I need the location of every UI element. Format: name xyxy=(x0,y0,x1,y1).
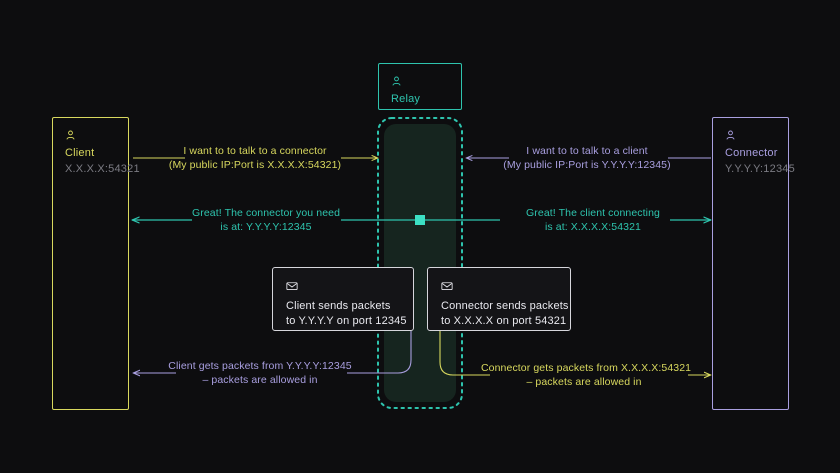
packet-client-sends-line2: to Y.Y.Y.Y on port 12345 xyxy=(286,315,407,327)
node-relay[interactable]: Relay xyxy=(378,63,462,110)
message-relay-to-connector: Great! The client connecting is at: X.X.… xyxy=(500,206,686,234)
message-relay-to-client: Great! The connector you need is at: Y.Y… xyxy=(173,206,359,234)
message-connector-gets-packets-line1: Connector gets packets from X.X.X.X:5432… xyxy=(481,362,692,374)
message-relay-to-client-line1: Great! The connector you need xyxy=(191,207,341,219)
packet-client-sends-line1: Client sends packets xyxy=(286,300,391,312)
node-relay-label: Relay xyxy=(391,93,421,105)
relay-center-node xyxy=(415,215,425,225)
person-icon xyxy=(725,128,736,140)
message-client-to-relay-line2: (My public IP:Port is X.X.X.X:54321) xyxy=(168,159,342,171)
message-connector-gets-packets-line2: – packets are allowed in xyxy=(526,376,642,388)
person-icon xyxy=(391,74,402,86)
message-client-gets-packets: Client gets packets from Y.Y.Y.Y:12345 –… xyxy=(160,359,360,387)
person-icon xyxy=(65,128,76,140)
node-relay-content: Relay xyxy=(379,64,461,106)
node-client-label: Client xyxy=(65,147,95,159)
message-connector-gets-packets: Connector gets packets from X.X.X.X:5432… xyxy=(481,361,692,389)
packet-connector-sends-line1: Connector sends packets xyxy=(441,300,569,312)
packet-connector-sends-line2: to X.X.X.X on port 54321 xyxy=(441,315,567,327)
message-client-to-relay-line1: I want to to talk to a connector xyxy=(183,145,327,157)
envelope-icon xyxy=(286,279,298,291)
message-relay-to-client-line2: is at: Y.Y.Y.Y:12345 xyxy=(220,221,312,233)
packet-box-client-sends[interactable]: Client sends packets to Y.Y.Y.Y on port … xyxy=(272,267,414,331)
envelope-icon xyxy=(441,279,453,291)
message-client-gets-packets-line2: – packets are allowed in xyxy=(202,374,318,386)
message-connector-to-relay-line1: I want to to talk to a client xyxy=(526,145,648,157)
packet-box-connector-sends[interactable]: Connector sends packets to X.X.X.X on po… xyxy=(427,267,571,331)
node-connector-address: Y.Y.Y.Y:12345 xyxy=(725,163,795,175)
message-relay-to-connector-line2: is at: X.X.X.X:54321 xyxy=(545,221,641,233)
message-connector-to-relay: I want to to talk to a client (My public… xyxy=(487,144,687,172)
node-connector-label: Connector xyxy=(725,147,778,159)
node-connector[interactable]: Connector Y.Y.Y.Y:12345 xyxy=(712,117,795,410)
message-relay-to-connector-line1: Great! The client connecting xyxy=(526,207,660,219)
message-client-to-relay: I want to to talk to a connector (My pub… xyxy=(165,144,345,172)
relay-channel-dashed-border xyxy=(377,117,463,409)
relay-channel-fill xyxy=(384,124,456,402)
message-connector-to-relay-line2: (My public IP:Port is Y.Y.Y.Y:12345) xyxy=(503,159,671,171)
curve-connector-gets-packets xyxy=(439,331,490,376)
node-client[interactable]: Client X.X.X.X:54321 xyxy=(52,117,140,410)
message-client-gets-packets-line1: Client gets packets from Y.Y.Y.Y:12345 xyxy=(168,360,352,372)
curve-client-gets-packets xyxy=(347,331,412,374)
node-connector-content: Connector Y.Y.Y.Y:12345 xyxy=(713,118,795,176)
node-client-address: X.X.X.X:54321 xyxy=(65,163,140,175)
node-client-content: Client X.X.X.X:54321 xyxy=(53,118,140,176)
